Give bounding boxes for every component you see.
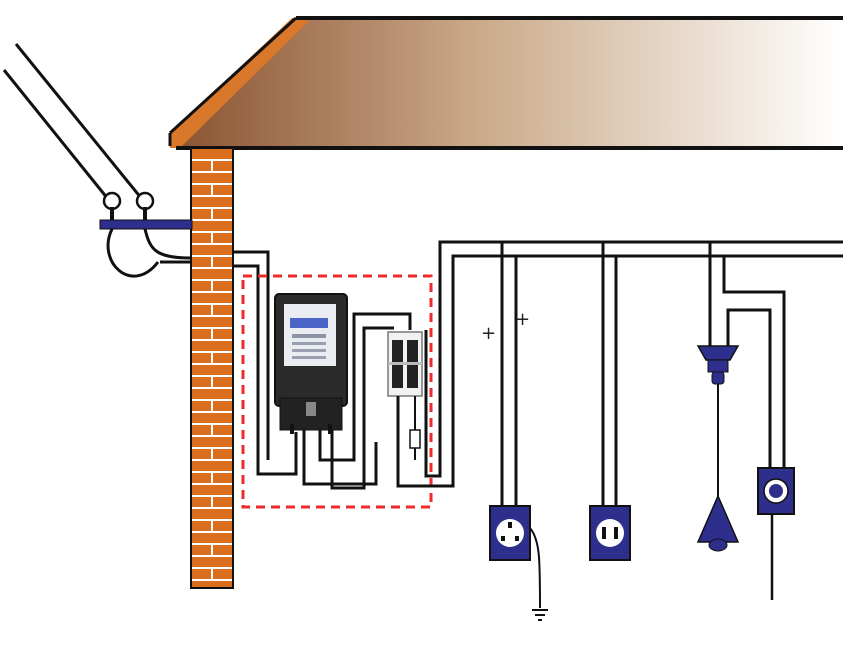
meter-wiring <box>266 284 412 490</box>
ground-wire <box>529 527 541 609</box>
brick-wall <box>190 147 234 589</box>
three-pin-socket <box>489 505 531 561</box>
plus-mark-left: + <box>481 323 496 344</box>
socket-branch-wires <box>500 242 618 506</box>
knife-switch <box>387 331 423 397</box>
electric-meter <box>274 293 348 434</box>
overhead-service-lines <box>2 43 148 205</box>
meter-box-outline <box>241 274 433 509</box>
pendant-lamp <box>696 345 740 552</box>
two-pin-socket <box>589 505 631 561</box>
ground-symbol <box>532 609 548 621</box>
insulator-bracket <box>99 191 193 278</box>
light-switch <box>757 467 795 600</box>
service-entry-wires <box>233 250 298 476</box>
fuse <box>409 396 421 460</box>
plus-mark-right: + <box>515 309 530 330</box>
roof <box>168 16 843 150</box>
switch-outgoing-wiring <box>396 240 843 488</box>
lamp-branch-wires <box>708 242 786 468</box>
